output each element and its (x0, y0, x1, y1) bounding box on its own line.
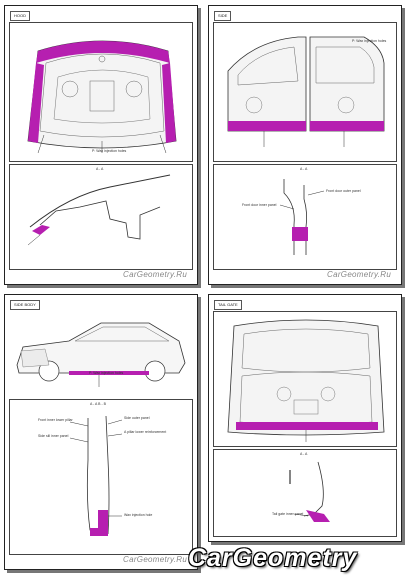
tailgate-diagram (227, 319, 385, 442)
side-section-panel: A - A Front door outer panel Front door … (213, 164, 397, 270)
wax-holes-caption: P: Wax injection holes (92, 149, 127, 153)
front-pillar-label: Front inner lower pillar (38, 418, 73, 422)
page-header: SIDE BODY (10, 300, 40, 310)
watermark: CarGeometry.Ru (327, 270, 392, 279)
section-label: A - A B - B (90, 402, 106, 406)
manual-page-tail-gate: TAIL GATE A - A Tail gate inner panel (208, 294, 402, 542)
tailgate-inner-label: Tail gate inner panel (272, 512, 304, 516)
page-header: TAIL GATE (214, 300, 242, 310)
inner-panel-label: Front door inner panel (242, 203, 277, 207)
manual-page-side-body: SIDE BODY P: Wax injection holes A - A B… (4, 294, 198, 570)
wax-holes-caption: P: Wax injection holes (352, 39, 387, 43)
manual-page-hood: HOOD P: Wax injection holes A - A CarGe (4, 5, 198, 285)
tailgate-section-diagram (289, 461, 330, 522)
side-outer-label: Side outer panel (124, 416, 150, 420)
sill-inner-label: Side sill inner panel (38, 434, 69, 438)
tailgate-section-panel: A - A Tail gate inner panel (213, 449, 397, 537)
page-header: SIDE (214, 11, 232, 21)
outer-panel-label: Front door outer panel (326, 189, 361, 193)
page-header: HOOD (10, 11, 30, 21)
side-doors-diagram (227, 36, 385, 147)
section-label: A - A (300, 167, 308, 171)
footer-watermark-logo: CarGeometry (188, 544, 358, 572)
tailgate-diagram-panel (213, 311, 397, 447)
sill-section-diagram (69, 415, 123, 536)
vehicle-side-diagram (16, 322, 186, 387)
watermark: CarGeometry.Ru (123, 270, 188, 279)
wax-holes-caption: P: Wax injection holes (89, 371, 124, 375)
hood-section-diagram (27, 174, 171, 246)
side-diagram-panel: P: Wax injection holes (213, 22, 397, 162)
hood-diagram (27, 40, 177, 154)
pillar-reinf-label: A pillar lower reinforcement (124, 430, 167, 434)
body-diagram-panel: P: Wax injection holes (9, 311, 193, 393)
watermark: CarGeometry.Ru (123, 555, 188, 564)
body-section-panel: A - A B - B Front inner lower pillar Sid… (9, 399, 193, 555)
manual-page-side: SIDE P: Wax injection holes A - A Front … (208, 5, 402, 285)
hood-section-panel: A - A (9, 164, 193, 270)
wax-hole-label: Wax injection hole (124, 513, 153, 517)
section-label: A - A (96, 167, 104, 171)
side-section-diagram (279, 179, 325, 255)
hood-diagram-panel: P: Wax injection holes (9, 22, 193, 162)
section-label: A - A (300, 452, 308, 456)
